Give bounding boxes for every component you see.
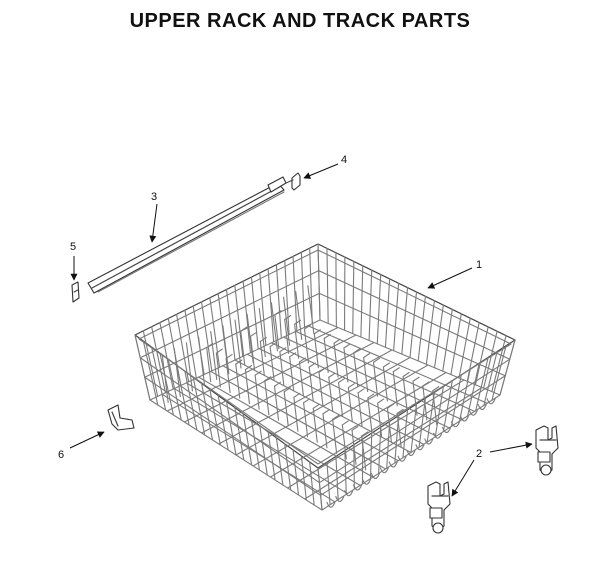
callout-1-label: 1 [476,259,482,271]
callout-6-label: 6 [58,449,64,461]
page-title: UPPER RACK AND TRACK PARTS [129,10,471,32]
callout-2: 2 [451,441,533,497]
callout-6: 6 [58,431,105,461]
callout-5-label: 5 [70,241,76,253]
callout-3-label: 3 [151,191,157,203]
track-end-cap[interactable] [71,281,80,303]
track-end-stop[interactable] [285,172,301,191]
callout-1: 1 [427,259,482,289]
track-clip[interactable] [107,404,135,431]
upper-rack[interactable] [134,243,516,511]
callout-3: 3 [149,191,158,243]
callout-4: 4 [303,154,347,179]
track-rail[interactable] [87,176,287,294]
callout-5: 5 [70,241,78,281]
rack-adjuster-right[interactable] [535,425,559,476]
callout-2-label: 2 [476,448,482,460]
rack-adjuster-left[interactable] [427,481,451,534]
callout-4-label: 4 [341,154,347,166]
